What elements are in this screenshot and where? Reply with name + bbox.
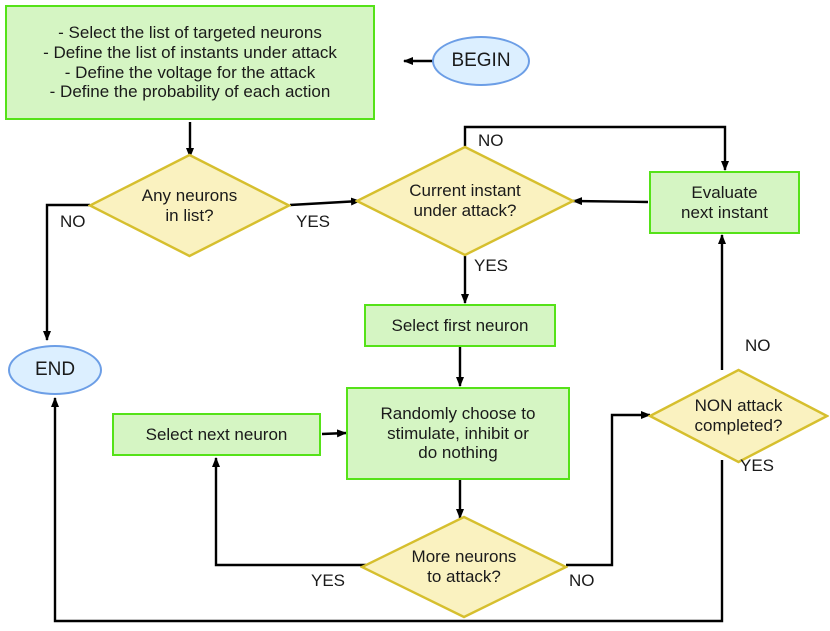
- node-select-first-neuron[interactable]: Select first neuron: [364, 304, 556, 347]
- node-more-neurons-decision[interactable]: More neurons to attack?: [360, 515, 568, 619]
- edge-more-neurons-yes: [212, 457, 366, 567]
- node-evaluate-next-instant[interactable]: Evaluate next instant: [649, 171, 800, 234]
- edge-label-more-neurons-no: NO: [569, 571, 595, 590]
- edge-label-any-neurons-no: NO: [60, 212, 86, 231]
- edge-any-neurons-no-to-end: [43, 203, 90, 341]
- edge-label-any-neurons-yes: YES: [296, 212, 331, 231]
- begin-label: BEGIN: [451, 50, 511, 71]
- randomly-choose-line-2: stimulate, inhibit or: [387, 423, 529, 443]
- edge-non-attack-yes-to-end: [51, 397, 724, 623]
- node-any-neurons-decision[interactable]: Any neurons in list?: [88, 153, 291, 258]
- select-first-neuron-label: Select first neuron: [391, 315, 529, 335]
- more-neurons-line-2: to attack?: [427, 567, 501, 586]
- edge-label-current-instant-no: NO: [478, 131, 504, 150]
- randomly-choose-line-3: do nothing: [418, 443, 498, 463]
- init-line-3: - Define the voltage for the attack: [64, 62, 316, 82]
- node-init-box[interactable]: - Select the list of targeted neurons - …: [5, 5, 375, 120]
- select-next-neuron-label: Select next neuron: [145, 424, 288, 444]
- edge-select-next-to-random: [321, 429, 347, 438]
- node-current-instant-decision[interactable]: Current instant under attack?: [355, 145, 575, 257]
- edge-current-instant-no: [463, 125, 729, 171]
- edge-label-non-attack-no: NO: [745, 336, 771, 355]
- node-non-attack-completed-decision[interactable]: NON attack completed?: [648, 368, 829, 464]
- non-attack-line-1: NON attack: [694, 396, 783, 416]
- node-select-next-neuron[interactable]: Select next neuron: [112, 413, 321, 456]
- init-line-2: - Define the list of instants under atta…: [43, 42, 337, 62]
- current-instant-line-2: under attack?: [413, 201, 517, 220]
- any-neurons-line-1: Any neurons: [141, 185, 238, 205]
- edge-evaluate-to-current-instant: [572, 197, 649, 206]
- edge-label-more-neurons-yes: YES: [311, 571, 346, 590]
- edge-any-neurons-yes: [289, 197, 361, 207]
- edge-label-non-attack-yes: YES: [740, 456, 775, 475]
- node-begin[interactable]: BEGIN: [432, 36, 530, 86]
- non-attack-line-2: completed?: [694, 416, 783, 435]
- node-end[interactable]: END: [8, 345, 102, 395]
- more-neurons-line-1: More neurons: [411, 547, 517, 567]
- end-label: END: [34, 359, 76, 380]
- current-instant-line-1: Current instant: [409, 181, 521, 201]
- evaluate-line-1: Evaluate: [691, 182, 758, 202]
- node-randomly-choose[interactable]: Randomly choose to stimulate, inhibit or…: [346, 387, 570, 480]
- init-line-4: - Define the probability of each action: [49, 82, 331, 102]
- randomly-choose-line-1: Randomly choose to: [380, 403, 536, 423]
- evaluate-line-2: next instant: [681, 202, 768, 222]
- init-line-1: - Select the list of targeted neurons: [58, 23, 322, 43]
- any-neurons-line-2: in list?: [165, 205, 214, 225]
- edge-more-neurons-no: [566, 411, 651, 567]
- edge-label-current-instant-yes: YES: [474, 256, 509, 275]
